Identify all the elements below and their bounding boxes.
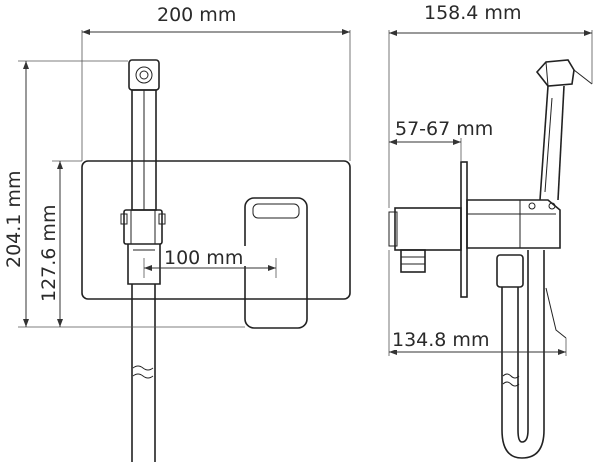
sprayer-hose [496, 250, 567, 459]
dimension-label-width: 200 mm [157, 4, 236, 26]
dimension-label-total-height: 204.1 mm [3, 171, 25, 268]
shower-holder-bracket [120, 209, 166, 285]
dimension-spacing: 100 mm [143, 246, 277, 278]
dimension-plate-height: 127.6 mm [38, 160, 82, 327]
dimension-label-wall-depth: 57-67 mm [395, 118, 493, 140]
front-view: 200 mm 204.1 mm 127.6 mm 100 [3, 4, 351, 462]
hand-shower-head [128, 59, 160, 211]
dimension-wall-depth: 57-67 mm [389, 118, 493, 162]
dimension-label-projection: 134.8 mm [392, 329, 489, 351]
dimension-total-height: 204.1 mm [3, 60, 245, 328]
dimension-projection: 134.8 mm [388, 250, 567, 356]
dimension-label-side-width: 158.4 mm [424, 2, 521, 24]
shower-hose [131, 284, 156, 462]
side-view: 158.4 mm 57-67 mm 134.8 mm [388, 2, 593, 459]
dimension-label-spacing: 100 mm [164, 247, 243, 269]
wall-plate [81, 160, 351, 300]
dimension-label-plate-height: 127.6 mm [38, 205, 60, 302]
bidet-sprayer [535, 59, 593, 201]
dimension-width: 200 mm [81, 4, 351, 161]
wall-flange [460, 161, 468, 298]
outlet-body [466, 199, 561, 249]
dimension-side-width: 158.4 mm [388, 2, 593, 208]
valve-body [388, 207, 462, 273]
